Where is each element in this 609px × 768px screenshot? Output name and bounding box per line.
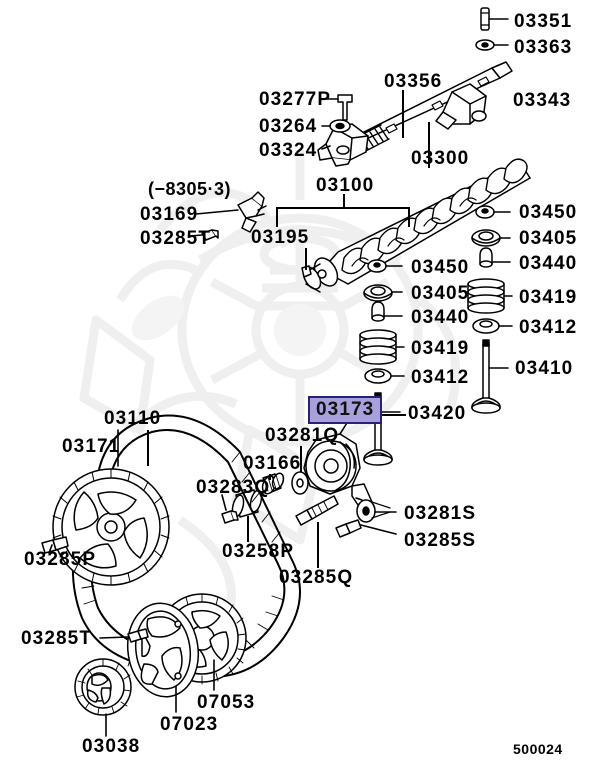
part-03351 bbox=[480, 7, 509, 31]
part-03285Q bbox=[295, 495, 339, 526]
part-label-03450-upper[interactable]: 03450 bbox=[519, 202, 578, 223]
part-label-03285T-upper[interactable]: 03285T bbox=[140, 228, 212, 249]
part-03171-sprocket bbox=[52, 429, 170, 586]
leader-03281Q bbox=[300, 446, 302, 472]
part-03324-rocker-arm bbox=[317, 123, 369, 167]
leader-03100-left bbox=[276, 207, 278, 227]
part-label-03283Q[interactable]: 03283Q bbox=[196, 477, 271, 498]
leader-03110 bbox=[147, 430, 149, 466]
part-label-03166[interactable]: 03166 bbox=[243, 453, 302, 474]
part-label-03356[interactable]: 03356 bbox=[384, 71, 443, 92]
leader-03300 bbox=[428, 122, 430, 168]
part-03285P bbox=[41, 536, 69, 554]
part-label-03173-selected[interactable]: 03173 bbox=[308, 396, 383, 424]
leader-03100-stem bbox=[343, 194, 345, 208]
part-label-03351[interactable]: 03351 bbox=[514, 11, 573, 32]
part-label-03100[interactable]: 03100 bbox=[316, 175, 375, 196]
part-label-03285S[interactable]: 03285S bbox=[404, 530, 477, 551]
part-03281S bbox=[356, 499, 397, 523]
part-03285T-upper bbox=[189, 229, 219, 241]
part-label-03171[interactable]: 03171 bbox=[62, 436, 121, 457]
part-label-03419-upper[interactable]: 03419 bbox=[519, 287, 578, 308]
part-03038-idler bbox=[74, 658, 132, 737]
part-label-03363[interactable]: 03363 bbox=[514, 37, 573, 58]
part-label-03300[interactable]: 03300 bbox=[411, 148, 470, 169]
part-03300-rocker-shaft bbox=[317, 61, 513, 167]
part-label-03110[interactable]: 03110 bbox=[104, 408, 162, 429]
leader-03100-right bbox=[408, 207, 410, 227]
part-label-07023[interactable]: 07023 bbox=[160, 714, 219, 735]
part-label-03450-lower[interactable]: 03450 bbox=[411, 257, 470, 278]
part-label-03285P[interactable]: 03285P bbox=[24, 549, 97, 570]
diagram-id-number: 500024 bbox=[513, 741, 563, 757]
part-03173-tensioner bbox=[303, 409, 373, 509]
part-label-03264[interactable]: 03264 bbox=[259, 116, 318, 137]
part-label-03412-lower[interactable]: 03412 bbox=[411, 367, 470, 388]
part-03285S bbox=[335, 519, 397, 538]
part-label-03440-upper[interactable]: 03440 bbox=[519, 253, 578, 274]
part-label-03277P[interactable]: 03277P bbox=[259, 89, 332, 110]
part-label-03281S[interactable]: 03281S bbox=[404, 503, 477, 524]
part-03169 bbox=[195, 191, 267, 233]
part-label-03281Q[interactable]: 03281Q bbox=[265, 425, 340, 446]
part-03343-rocker-arm bbox=[435, 83, 487, 130]
leader-03173 bbox=[380, 414, 406, 416]
part-03410-valve bbox=[471, 339, 509, 414]
leader-03285Q bbox=[317, 522, 319, 568]
part-03281Q bbox=[291, 471, 309, 495]
leader-03356 bbox=[402, 90, 404, 138]
part-label-03258P[interactable]: 03258P bbox=[222, 541, 295, 562]
part-label-03419-lower[interactable]: 03419 bbox=[411, 338, 470, 359]
part-03363 bbox=[475, 39, 509, 51]
part-03419-spring-left bbox=[359, 329, 405, 365]
part-label-03440-lower[interactable]: 03440 bbox=[411, 307, 470, 328]
part-03285T-lower bbox=[99, 628, 149, 643]
valve-column-right bbox=[467, 205, 513, 414]
part-label-03420[interactable]: 03420 bbox=[408, 403, 467, 424]
part-03277P bbox=[321, 94, 353, 121]
part-03283Q bbox=[221, 494, 239, 524]
part-03264 bbox=[321, 119, 351, 133]
part-03419-spring-right bbox=[467, 278, 513, 314]
part-label-03410[interactable]: 03410 bbox=[515, 358, 574, 379]
part-label-03285T-lower[interactable]: 03285T bbox=[21, 628, 93, 649]
part-label-03343[interactable]: 03343 bbox=[513, 90, 572, 111]
part-label-03405-upper[interactable]: 03405 bbox=[519, 228, 578, 249]
part-03166 bbox=[261, 472, 285, 495]
leader-03195 bbox=[305, 248, 307, 270]
leader-03258P bbox=[247, 516, 249, 542]
leader-03100-bar bbox=[276, 207, 410, 209]
part-label-03405-lower[interactable]: 03405 bbox=[411, 283, 470, 304]
part-label-03038[interactable]: 03038 bbox=[82, 736, 141, 757]
part-label-03324[interactable]: 03324 bbox=[259, 140, 318, 161]
part-label-03195[interactable]: 03195 bbox=[251, 227, 310, 248]
part-label-07053[interactable]: 07053 bbox=[197, 692, 256, 713]
part-label-03285Q[interactable]: 03285Q bbox=[279, 567, 354, 588]
part-label-03169[interactable]: 03169 bbox=[140, 204, 199, 225]
part-label-03412-upper[interactable]: 03412 bbox=[519, 317, 578, 338]
production-date-note: (−8305·3) bbox=[148, 179, 232, 199]
leader-03166 bbox=[269, 474, 271, 480]
